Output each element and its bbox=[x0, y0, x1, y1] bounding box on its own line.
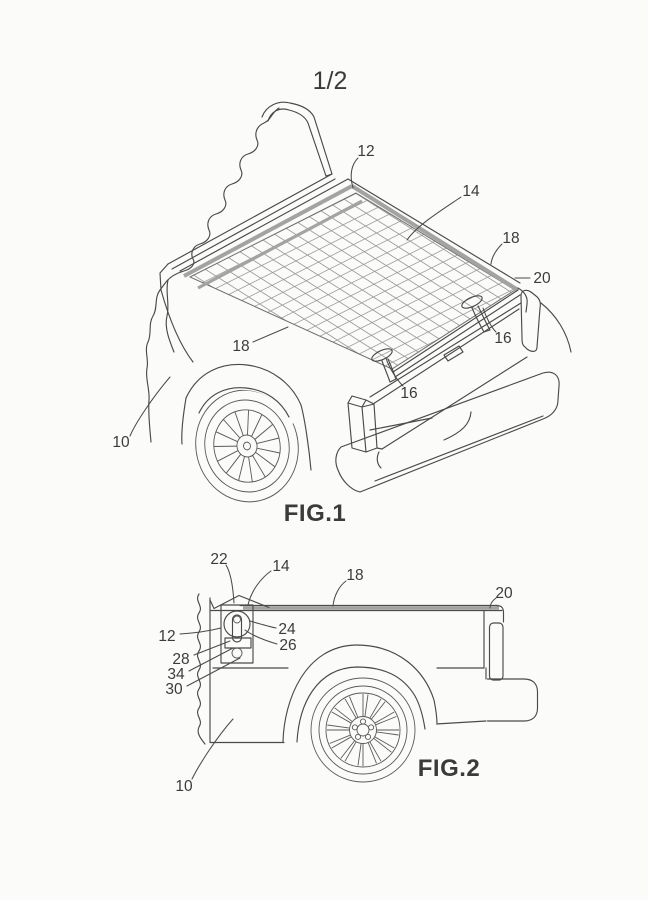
sheet-page-number: 1/2 bbox=[313, 67, 348, 95]
cover-side-rail bbox=[350, 184, 520, 292]
fig2-bed-side bbox=[209, 610, 487, 744]
ref-label-20: 20 bbox=[495, 585, 513, 602]
ref-label-10: 10 bbox=[112, 434, 130, 451]
fig1-reference-labels: 12 14 18 20 16 18 16 10 bbox=[112, 143, 551, 451]
leader-line-30 bbox=[186, 657, 241, 687]
leader-line-16b bbox=[385, 357, 404, 387]
leader-line-20 bbox=[489, 597, 497, 609]
ref-label-30: 30 bbox=[165, 681, 183, 698]
rear-bumper-fig2 bbox=[486, 678, 539, 722]
cover-bracket-assembly bbox=[220, 604, 254, 664]
leader-line-14 bbox=[406, 196, 462, 241]
lug-nuts bbox=[351, 718, 375, 740]
ref-label-18b: 18 bbox=[232, 338, 249, 355]
ref-label-10: 10 bbox=[175, 778, 193, 795]
ref-label-20: 20 bbox=[533, 270, 551, 287]
ref-label-24: 24 bbox=[278, 621, 296, 638]
cover-front-rail bbox=[183, 184, 353, 278]
tail-light bbox=[488, 622, 504, 681]
leader-line-18 bbox=[332, 580, 347, 607]
fig2-caption: FIG.2 bbox=[418, 755, 481, 782]
ref-label-16b: 16 bbox=[400, 385, 417, 402]
cover-front-crossbar bbox=[197, 199, 363, 290]
leader-line-10 bbox=[129, 376, 171, 437]
ref-label-26: 26 bbox=[279, 637, 296, 654]
bracket-pin bbox=[231, 614, 243, 643]
leader-line-14 bbox=[247, 570, 272, 606]
wheel-spokes bbox=[327, 694, 399, 766]
fig2-truck-side-drawing: 22 14 18 20 12 24 26 28 34 30 10 FIG.2 bbox=[158, 551, 539, 795]
fig2-break-line bbox=[197, 593, 211, 745]
leader-line-26 bbox=[244, 629, 278, 645]
ref-label-22: 22 bbox=[210, 551, 227, 568]
ref-label-34: 34 bbox=[167, 666, 185, 683]
bed-corner-post bbox=[347, 395, 378, 453]
fig2-reference-labels: 22 14 18 20 12 24 26 28 34 30 10 bbox=[158, 551, 513, 795]
fig2-top-rail bbox=[209, 594, 505, 623]
leader-line-24 bbox=[249, 620, 277, 629]
ref-label-12: 12 bbox=[158, 628, 175, 645]
ref-label-16a: 16 bbox=[494, 330, 511, 347]
tiedown-strap-right bbox=[461, 295, 491, 333]
ref-label-28: 28 bbox=[172, 651, 189, 668]
tailgate bbox=[369, 302, 528, 450]
rear-bumper-fig1 bbox=[335, 371, 560, 493]
ref-label-14: 14 bbox=[462, 183, 480, 200]
fig2-rear bbox=[486, 622, 539, 722]
leader-line-22 bbox=[225, 564, 235, 604]
rear-corner-cap bbox=[520, 289, 572, 353]
cover-frame-rails bbox=[179, 178, 528, 378]
ref-label-18a: 18 bbox=[502, 230, 519, 247]
leader-line-34 bbox=[188, 647, 234, 672]
ref-label-12: 12 bbox=[357, 143, 374, 160]
rear-wheel-fig1 bbox=[195, 389, 299, 503]
leader-line-28 bbox=[193, 640, 231, 656]
truck-cab bbox=[261, 101, 333, 177]
fig1-truck-perspective-drawing: 12 14 18 20 16 18 16 10 FIG.1 bbox=[112, 101, 572, 527]
leader-line-16a bbox=[482, 307, 497, 333]
bed-front-wall bbox=[159, 173, 336, 291]
bracket-roller bbox=[223, 610, 251, 638]
bracket-band bbox=[224, 637, 252, 649]
leader-line-18a bbox=[490, 243, 503, 265]
leader-line-12 bbox=[179, 627, 222, 635]
leader-line-18b bbox=[252, 326, 289, 343]
ref-label-14: 14 bbox=[272, 558, 290, 575]
leader-line-12 bbox=[350, 157, 359, 189]
wheel-fender-fig1 bbox=[160, 289, 312, 471]
fig1-caption: FIG.1 bbox=[284, 500, 347, 527]
wheel-fender-fig2 bbox=[282, 644, 438, 743]
rear-wheel-fig2 bbox=[310, 677, 416, 783]
rail-front-cap bbox=[209, 594, 270, 610]
wheel-spokes bbox=[213, 409, 280, 482]
leader-line-10 bbox=[191, 718, 234, 780]
ref-label-18: 18 bbox=[346, 567, 363, 584]
tailgate-latch bbox=[443, 345, 464, 362]
